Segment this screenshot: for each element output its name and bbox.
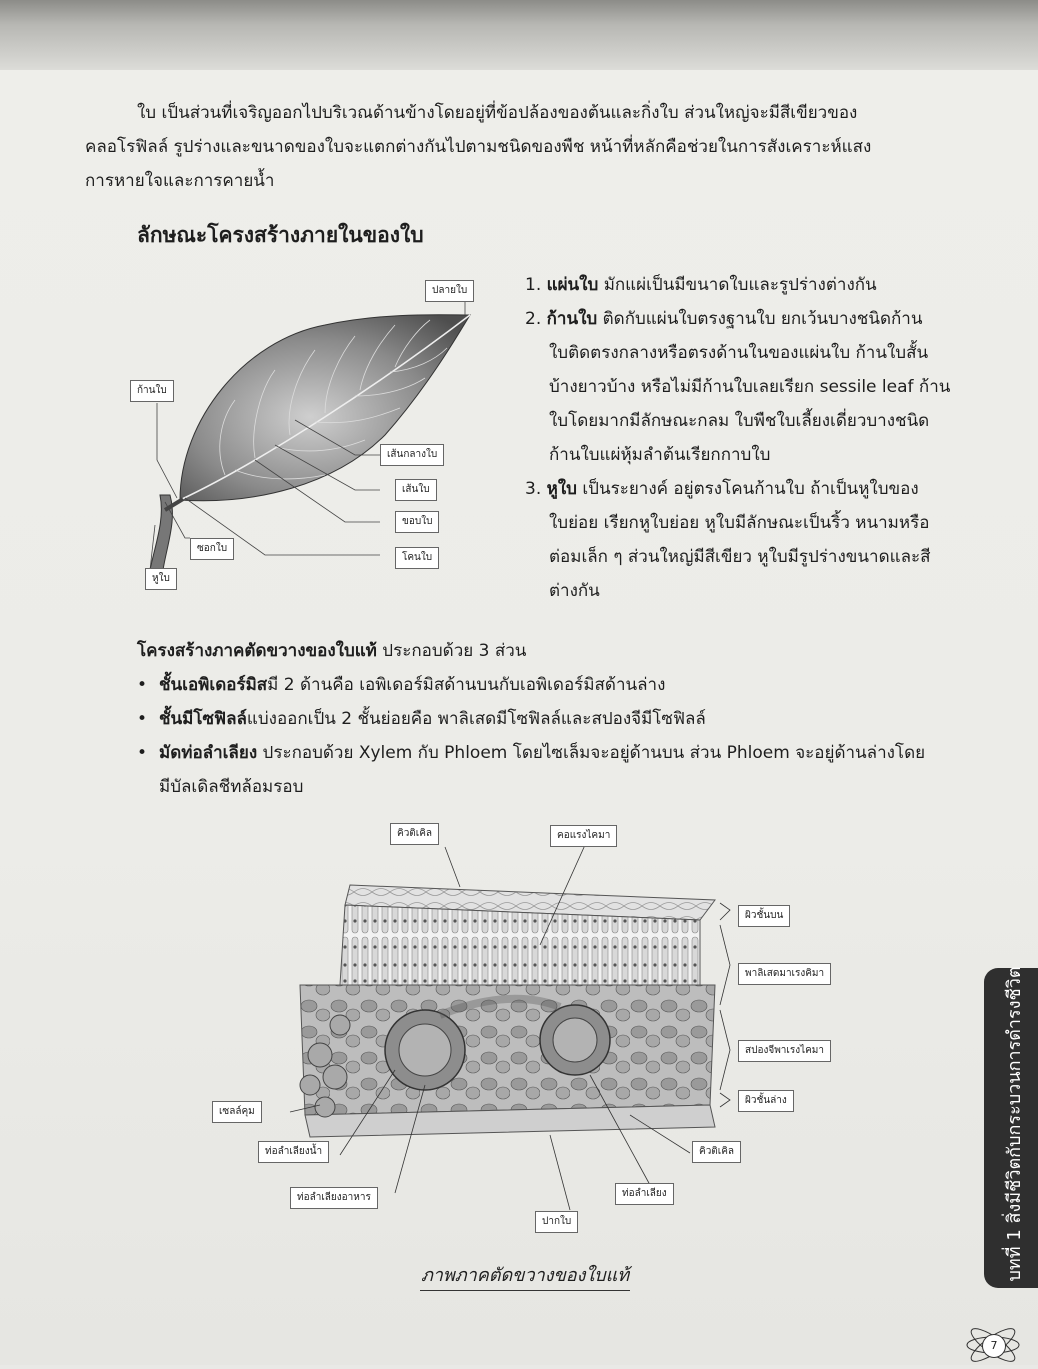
cross-section-title-bold: โครงสร้างภาคตัดขวางของใบแท้ — [137, 641, 377, 661]
spongy-layer — [299, 984, 716, 1116]
bullet-vascular-text-2: มีบัลเดิลชีทล้อมรอบ — [159, 777, 304, 797]
label-stipule: หูใบ — [145, 568, 177, 590]
leaf-cross-section-diagram: คิวติเคิล คอแรงไคมา ผิวชั้นบน พาลิเสดมาเ… — [210, 815, 850, 1235]
scan-top-shadow — [0, 0, 1038, 70]
label-midrib: เส้นกลางใบ — [380, 444, 445, 466]
guard-cells-cluster — [299, 1014, 351, 1118]
cross-section-text: โครงสร้างภาคตัดขวางของใบแท้ ประกอบด้วย 3… — [137, 634, 987, 804]
part-2-num: 2. — [525, 309, 542, 329]
part-2-line-2: ใบติดตรงกลางหรือตรงด้านในของแผ่นใบ ก้านใ… — [549, 343, 929, 363]
intro-line-2: คลอโรฟิลล์ รูปร่างและขนาดของใบจะแตกต่างก… — [85, 137, 872, 157]
label-petiole: ก้านใบ — [130, 380, 174, 402]
bullet-epidermis: ชั้นเอพิเดอร์มิสมี 2 ด้านคือ เอพิเดอร์มิ… — [137, 668, 987, 702]
part-2-term: ก้านใบ — [546, 309, 598, 329]
page-number: 7 — [982, 1334, 1006, 1358]
part-2-line-3: บ้างยาวบ้าง หรือไม่มีก้านใบเลยเรียก sess… — [549, 377, 951, 397]
chapter-side-tab: บทที่ 1 สิ่งมีชีวิตกับกระบวนการดำรงชีวิต — [984, 966, 1038, 1288]
part-3-line-3: ต่อมเล็ก ๆ ส่วนใหญ่มีสีเขียว หูใบมีรูปร่… — [549, 547, 931, 567]
leaf-parts-list: 1. แผ่นใบ มักแผ่เป็นมีขนาดใบและรูปร่างต่… — [525, 268, 975, 608]
stem — [149, 494, 173, 571]
label-phloem: ท่อลำเลียงอาหาร — [290, 1187, 378, 1209]
part-2-line-5: ก้านใบแผ่หุ้มลำต้นเรียกกาบใบ — [549, 445, 771, 465]
label-palisade: พาลิเสดมาเรงคิมา — [738, 963, 832, 985]
bullet-mesophyll-term: ชั้นมีโซฟิลล์ — [159, 709, 247, 729]
diagram-leaders — [289, 844, 731, 1211]
label-margin: ขอบใบ — [395, 511, 440, 533]
bullet-vascular-text: ประกอบด้วย Xylem กับ Phloem โดยไซเล็มจะอ… — [257, 743, 926, 763]
lower-surface — [304, 1104, 716, 1138]
chapter-side-tab-text: บทที่ 1 สิ่งมีชีวิตกับกระบวนการดำรงชีวิต — [1004, 966, 1025, 1282]
part-2: 2. ก้านใบ ติดกับแผ่นใบตรงฐานใบ ยกเว้นบาง… — [525, 302, 975, 336]
section-heading: ลักษณะโครงสร้างภายในของใบ — [137, 223, 424, 247]
bullet-mesophyll: ชั้นมีโซฟิลล์แบ่งออกเป็น 2 ชั้นย่อยคือ พ… — [137, 702, 987, 736]
leaf-veins — [219, 319, 448, 480]
part-3-term: หูใบ — [546, 479, 577, 499]
cross-section-title: โครงสร้างภาคตัดขวางของใบแท้ ประกอบด้วย 3… — [137, 634, 987, 668]
part-1-term: แผ่นใบ — [546, 275, 599, 295]
page-number-badge: 7 — [962, 1325, 1022, 1365]
label-cuticle-bottom: คิวติเคิล — [692, 1141, 742, 1163]
label-stoma: ปากใบ — [535, 1211, 579, 1233]
label-xylem: ท่อลำเลียงน้ำ — [258, 1141, 330, 1163]
intro-line-3: การหายใจและการคายน้ำ — [85, 171, 275, 191]
intro-line-1: ใบ เป็นส่วนที่เจริญออกไปบริเวณด้านข้างโด… — [137, 103, 858, 123]
part-2-line-4: ใบโดยมากมีลักษณะกลม ใบพืชใบเลี้ยงเดี่ยวบ… — [549, 411, 930, 431]
bullet-vascular: มัดท่อลำเลียง ประกอบด้วย Xylem กับ Phloe… — [137, 736, 987, 804]
part-1-line-1: มักแผ่เป็นมีขนาดใบและรูปร่างต่างกัน — [603, 275, 877, 295]
label-vein: เส้นใบ — [395, 479, 437, 501]
label-guard-cell: เซลล์คุม — [212, 1101, 262, 1123]
part-1: 1. แผ่นใบ มักแผ่เป็นมีขนาดใบและรูปร่างต่… — [525, 268, 975, 302]
label-leaf-tip: ปลายใบ — [425, 280, 475, 302]
part-3: 3. หูใบ เป็นระยางค์ อยู่ตรงโคนก้านใบ ถ้า… — [525, 472, 975, 506]
label-vascular: ท่อลำเลียง — [615, 1183, 674, 1205]
cross-section-drawing — [289, 844, 731, 1211]
bullet-mesophyll-text: แบ่งออกเป็น 2 ชั้นย่อยคือ พาลิเสดมีโซฟิล… — [246, 709, 706, 729]
part-3-line-2: ใบย่อย เรียกหูใบย่อย หูใบมีลักษณะเป็นริ้… — [549, 513, 930, 533]
label-cuticle-top: คิวติเคิล — [390, 823, 440, 845]
part-3-line-1: เป็นระยางค์ อยู่ตรงโคนก้านใบ ถ้าเป็นหูใบ… — [582, 479, 919, 499]
leader-lines — [149, 300, 466, 571]
label-upper-epidermis: ผิวชั้นบน — [738, 905, 791, 927]
bullet-epidermis-term: ชั้นเอพิเดอร์มิส — [159, 675, 268, 695]
part-3-num: 3. — [525, 479, 542, 499]
caption-underline — [420, 1290, 630, 1291]
label-spongy: สปองจีพาเรงไคมา — [738, 1040, 832, 1062]
part-3-line-4: ต่างกัน — [549, 581, 600, 601]
label-base: โคนใบ — [395, 547, 440, 569]
part-1-num: 1. — [525, 275, 542, 295]
leaf-drawing — [149, 300, 471, 571]
bullet-epidermis-text: มี 2 ด้านคือ เอพิเดอร์มิสด้านบนกับเอพิเด… — [267, 675, 666, 695]
cross-section-title-rest: ประกอบด้วย 3 ส่วน — [376, 641, 527, 661]
figure-caption: ภาพภาคตัดขวางของใบแท้ — [420, 1265, 630, 1286]
leaf-illustration: ปลายใบ ก้านใบ เส้นกลางใบ เส้นใบ ขอบใบ ซอ… — [125, 270, 495, 600]
part-2-line-1: ติดกับแผ่นใบตรงฐานใบ ยกเว้นบางชนิดก้าน — [602, 309, 923, 329]
label-axil: ซอกใบ — [190, 538, 235, 560]
label-collenchyma: คอแรงไคมา — [550, 825, 618, 847]
intro-paragraph: ใบ เป็นส่วนที่เจริญออกไปบริเวณด้านข้างโด… — [85, 96, 985, 198]
label-lower-epidermis: ผิวชั้นล่าง — [738, 1090, 794, 1112]
leaf-midrib — [179, 314, 471, 501]
bullet-vascular-term: มัดท่อลำเลียง — [159, 743, 258, 763]
